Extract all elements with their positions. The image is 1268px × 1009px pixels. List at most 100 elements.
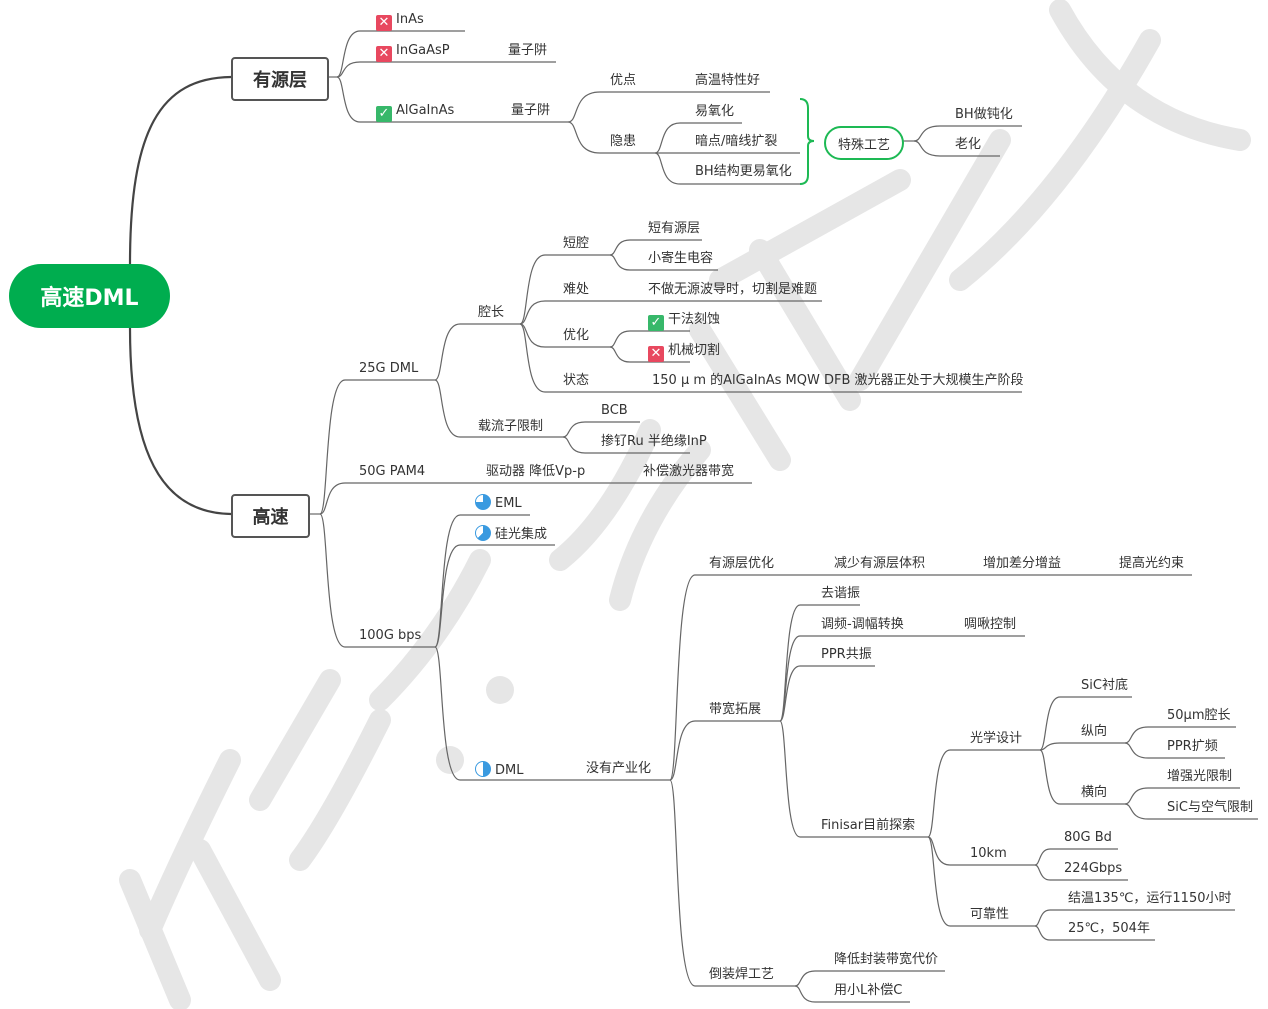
node-lateral[interactable]: 横向 — [1081, 785, 1108, 800]
node-not-industrialized[interactable]: 没有产业化 — [586, 761, 652, 776]
node-small-l[interactable]: 用小L补偿C — [834, 983, 903, 998]
node-224gbps[interactable]: 224Gbps — [1064, 861, 1123, 876]
summary-brace — [799, 98, 815, 185]
node-pros-value[interactable]: 高温特性好 — [695, 73, 761, 88]
connector-ppr-ext — [1124, 742, 1225, 759]
connector-reliability — [927, 836, 1035, 927]
node-mech-cleave[interactable]: ✕机械切割 — [648, 343, 720, 362]
node-dry-etch-label: 干法刻蚀 — [668, 312, 721, 327]
node-50um[interactable]: 50μm腔长 — [1167, 708, 1231, 723]
node-compensate[interactable]: 补偿激光器带宽 — [643, 464, 735, 479]
node-risk-1[interactable]: 易氧化 — [695, 104, 735, 119]
node-sic-air[interactable]: SiC与空气限制 — [1167, 800, 1253, 815]
node-pros[interactable]: 优点 — [610, 73, 637, 88]
node-deresonance[interactable]: 去谐振 — [821, 586, 861, 601]
node-aging[interactable]: 老化 — [955, 137, 982, 152]
node-80gbd[interactable]: 80G Bd — [1064, 830, 1112, 845]
node-confinement[interactable]: 提高光约束 — [1119, 556, 1185, 571]
node-bh-passivation[interactable]: BH做钝化 — [955, 107, 1013, 122]
node-finisar[interactable]: Finisar目前探索 — [821, 818, 916, 833]
node-special-process-label: 特殊工艺 — [837, 137, 890, 153]
connector-optimize — [519, 323, 610, 348]
node-25g-dml[interactable]: 25G DML — [359, 361, 419, 376]
node-risk-3[interactable]: BH结构更易氧化 — [695, 164, 792, 179]
connector-10km — [927, 836, 1035, 866]
node-algainas-note[interactable]: 量子阱 — [511, 103, 551, 118]
node-ru-inp[interactable]: 掺钌Ru 半绝缘InP — [601, 434, 707, 449]
node-difficulty[interactable]: 难处 — [563, 282, 590, 297]
node-chirp[interactable]: 啁啾控制 — [964, 617, 1017, 632]
connector-bandwidth — [669, 720, 780, 781]
connector-risk-3 — [654, 152, 800, 185]
connector-224g — [1034, 864, 1128, 881]
node-dml[interactable]: DML — [475, 761, 523, 779]
connector-capacitance — [609, 254, 718, 271]
node-short-active[interactable]: 短有源层 — [648, 221, 701, 236]
connector-dml — [434, 646, 670, 781]
node-optical-design[interactable]: 光学设计 — [970, 731, 1023, 746]
node-siph[interactable]: 硅光集成 — [475, 525, 547, 543]
node-ppr[interactable]: PPR共振 — [821, 647, 872, 662]
connector-pros — [567, 91, 770, 123]
node-siph-label: 硅光集成 — [495, 527, 548, 542]
topic-high-speed[interactable]: 高速 — [231, 494, 310, 538]
connector-root-high-speed — [128, 327, 232, 516]
node-reliability[interactable]: 可靠性 — [970, 907, 1010, 922]
progress-pie-icon — [475, 761, 491, 777]
node-risks[interactable]: 隐患 — [610, 134, 637, 149]
node-driver[interactable]: 驱动器 降低Vp-p — [486, 464, 586, 479]
node-inas[interactable]: ✕ InAs — [376, 12, 424, 31]
root-topic[interactable]: 高速DML — [9, 264, 170, 328]
node-ppr-ext[interactable]: PPR扩频 — [1167, 739, 1218, 754]
connector-risks — [567, 121, 655, 154]
connector-difficulty — [519, 300, 822, 325]
node-sic-substrate[interactable]: SiC衬底 — [1081, 678, 1128, 693]
connector-small-l — [794, 985, 910, 1003]
node-50g-pam4[interactable]: 50G PAM4 — [359, 464, 426, 479]
node-lower-pkg-cost[interactable]: 降低封装带宽代价 — [834, 952, 939, 967]
node-enhance-confine[interactable]: 增强光限制 — [1167, 769, 1233, 784]
connector-80g — [1034, 848, 1118, 866]
node-reduce-volume[interactable]: 减少有源层体积 — [834, 556, 926, 571]
node-ingaasp[interactable]: ✕InGaAsP — [376, 43, 450, 62]
node-dry-etch[interactable]: ✓干法刻蚀 — [648, 312, 720, 331]
node-optimize[interactable]: 优化 — [563, 328, 590, 343]
connector-risk-1 — [654, 122, 742, 154]
node-flipchip[interactable]: 倒装焊工艺 — [709, 967, 775, 982]
connector-sic-air — [1124, 803, 1258, 820]
node-fm-am[interactable]: 调频-调幅转换 — [821, 617, 904, 632]
node-bcb[interactable]: BCB — [601, 403, 628, 418]
node-difficulty-value[interactable]: 不做无源波导时，切割是难题 — [648, 282, 818, 297]
node-risk-2[interactable]: 暗点/暗线扩裂 — [695, 134, 778, 149]
node-active-opt[interactable]: 有源层优化 — [709, 556, 775, 571]
node-ingaasp-note[interactable]: 量子阱 — [508, 43, 548, 58]
node-eml-label: EML — [495, 496, 522, 511]
node-algainas[interactable]: ✓AlGaInAs — [376, 103, 454, 122]
node-junction-temp[interactable]: 结温135℃，运行1150小时 — [1068, 891, 1232, 906]
node-diff-gain[interactable]: 增加差分增益 — [983, 556, 1062, 571]
node-short-cavity[interactable]: 短腔 — [563, 236, 590, 251]
connector-active-opt — [669, 574, 1192, 781]
node-25c[interactable]: 25℃，504年 — [1068, 921, 1150, 936]
node-inas-label: InAs — [396, 12, 424, 27]
node-carrier[interactable]: 载流子限制 — [478, 419, 544, 434]
node-cavity[interactable]: 腔长 — [478, 305, 505, 320]
node-100g[interactable]: 100G bps — [359, 628, 422, 643]
connector-bh — [913, 125, 1022, 142]
node-small-capacitance[interactable]: 小寄生电容 — [648, 251, 714, 266]
node-bandwidth[interactable]: 带宽拓展 — [709, 702, 762, 717]
connector-inas — [336, 30, 465, 78]
connector-mech — [609, 346, 690, 363]
connector-bcb — [562, 421, 640, 438]
node-ingaasp-label: InGaAsP — [396, 43, 450, 58]
node-eml[interactable]: EML — [475, 494, 522, 512]
cross-icon: ✕ — [376, 15, 392, 31]
connector-fm-am — [779, 635, 1025, 722]
topic-active-layer[interactable]: 有源层 — [231, 57, 329, 101]
node-status-value[interactable]: 150 μ m 的AlGaInAs MQW DFB 激光器正处于大规模生产阶段 — [652, 373, 1024, 388]
node-10km[interactable]: 10km — [970, 846, 1007, 861]
node-status[interactable]: 状态 — [563, 373, 590, 388]
node-special-process[interactable]: 特殊工艺 — [824, 126, 904, 160]
node-longitudinal[interactable]: 纵向 — [1081, 724, 1108, 739]
